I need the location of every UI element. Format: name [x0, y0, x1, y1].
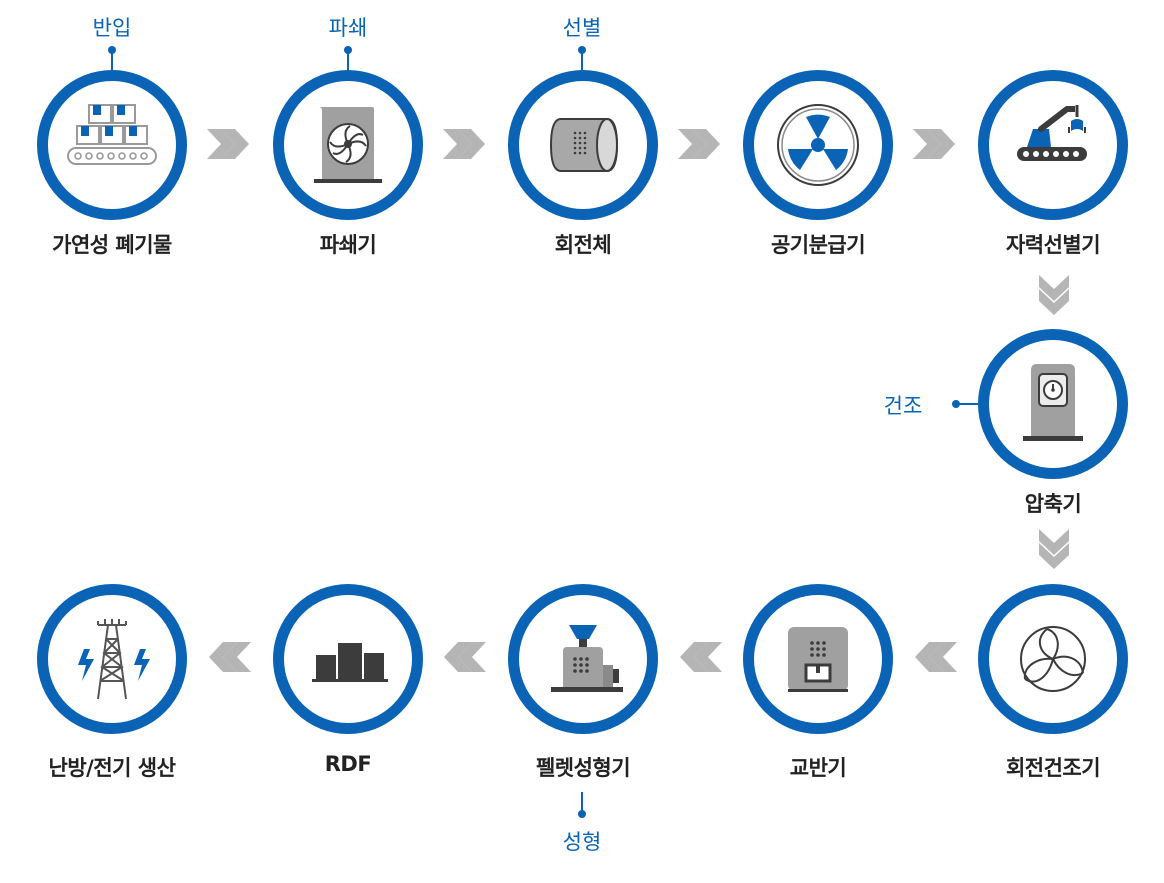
phase-connector-drying [956, 403, 980, 405]
label-combustible-waste: 가연성 폐기물 [52, 233, 172, 257]
phase-label-drying: 건조 [883, 394, 923, 418]
node-magnetic-separator [978, 70, 1128, 220]
arrow-right-3 [678, 129, 720, 159]
rdf-blocks-icon [312, 643, 388, 682]
label-mixer: 교반기 [789, 756, 847, 780]
phase-connector-sorting [581, 50, 583, 72]
rotary-dryer-icon [1020, 626, 1086, 692]
phase-label-shredding: 파쇄 [328, 16, 368, 40]
label-shredder: 파쇄기 [319, 233, 377, 257]
phase-dot-intake [108, 46, 116, 54]
phase-dot-sorting [578, 46, 586, 54]
arrow-left-1 [915, 642, 957, 672]
node-rotary-drum [508, 70, 658, 220]
arrow-right-2 [443, 129, 485, 159]
label-rotary-dryer: 회전건조기 [1005, 756, 1101, 780]
label-rotary-drum: 회전체 [554, 233, 612, 257]
label-pellet-press: 펠렛성형기 [535, 756, 631, 780]
phase-connector-shredding [347, 50, 349, 72]
node-rotary-dryer [978, 584, 1128, 734]
arrow-left-3 [444, 642, 486, 672]
arrow-down-2 [1039, 529, 1069, 569]
phase-connector-forming [581, 792, 583, 812]
magnetic-separator-icon [1017, 105, 1087, 161]
label-rdf: RDF [324, 752, 372, 776]
mixer-icon [788, 627, 848, 692]
phase-label-forming: 성형 [562, 830, 602, 854]
label-power-generation: 난방/전기 생산 [48, 756, 176, 780]
arrow-left-4 [209, 642, 251, 672]
arrow-down-1 [1039, 275, 1069, 315]
shredder-icon [314, 107, 382, 183]
label-compressor: 압축기 [1024, 492, 1082, 516]
arrow-right-4 [913, 129, 955, 159]
conveyor-boxes-icon [67, 104, 157, 165]
node-combustible-waste [37, 70, 187, 220]
phase-label-sorting: 선별 [562, 16, 602, 40]
node-air-classifier [743, 70, 893, 220]
phase-dot-shredding [344, 46, 352, 54]
phase-label-intake: 반입 [92, 16, 132, 40]
node-pellet-press [508, 584, 658, 734]
node-rdf [273, 584, 423, 734]
label-air-classifier: 공기분급기 [770, 233, 866, 257]
node-power-generation [37, 584, 187, 734]
phase-connector-intake [111, 50, 113, 72]
arrow-right-1 [207, 129, 249, 159]
label-magnetic-separator: 자력선별기 [1005, 233, 1101, 257]
rotary-drum-icon [549, 118, 619, 172]
node-shredder [273, 70, 423, 220]
air-classifier-icon [777, 104, 859, 186]
compressor-icon [1023, 364, 1083, 441]
node-mixer [743, 584, 893, 734]
pellet-press-icon [551, 625, 623, 692]
node-compressor [978, 329, 1128, 479]
power-tower-icon [78, 619, 150, 700]
arrow-left-2 [680, 642, 722, 672]
phase-dot-forming [578, 810, 586, 818]
